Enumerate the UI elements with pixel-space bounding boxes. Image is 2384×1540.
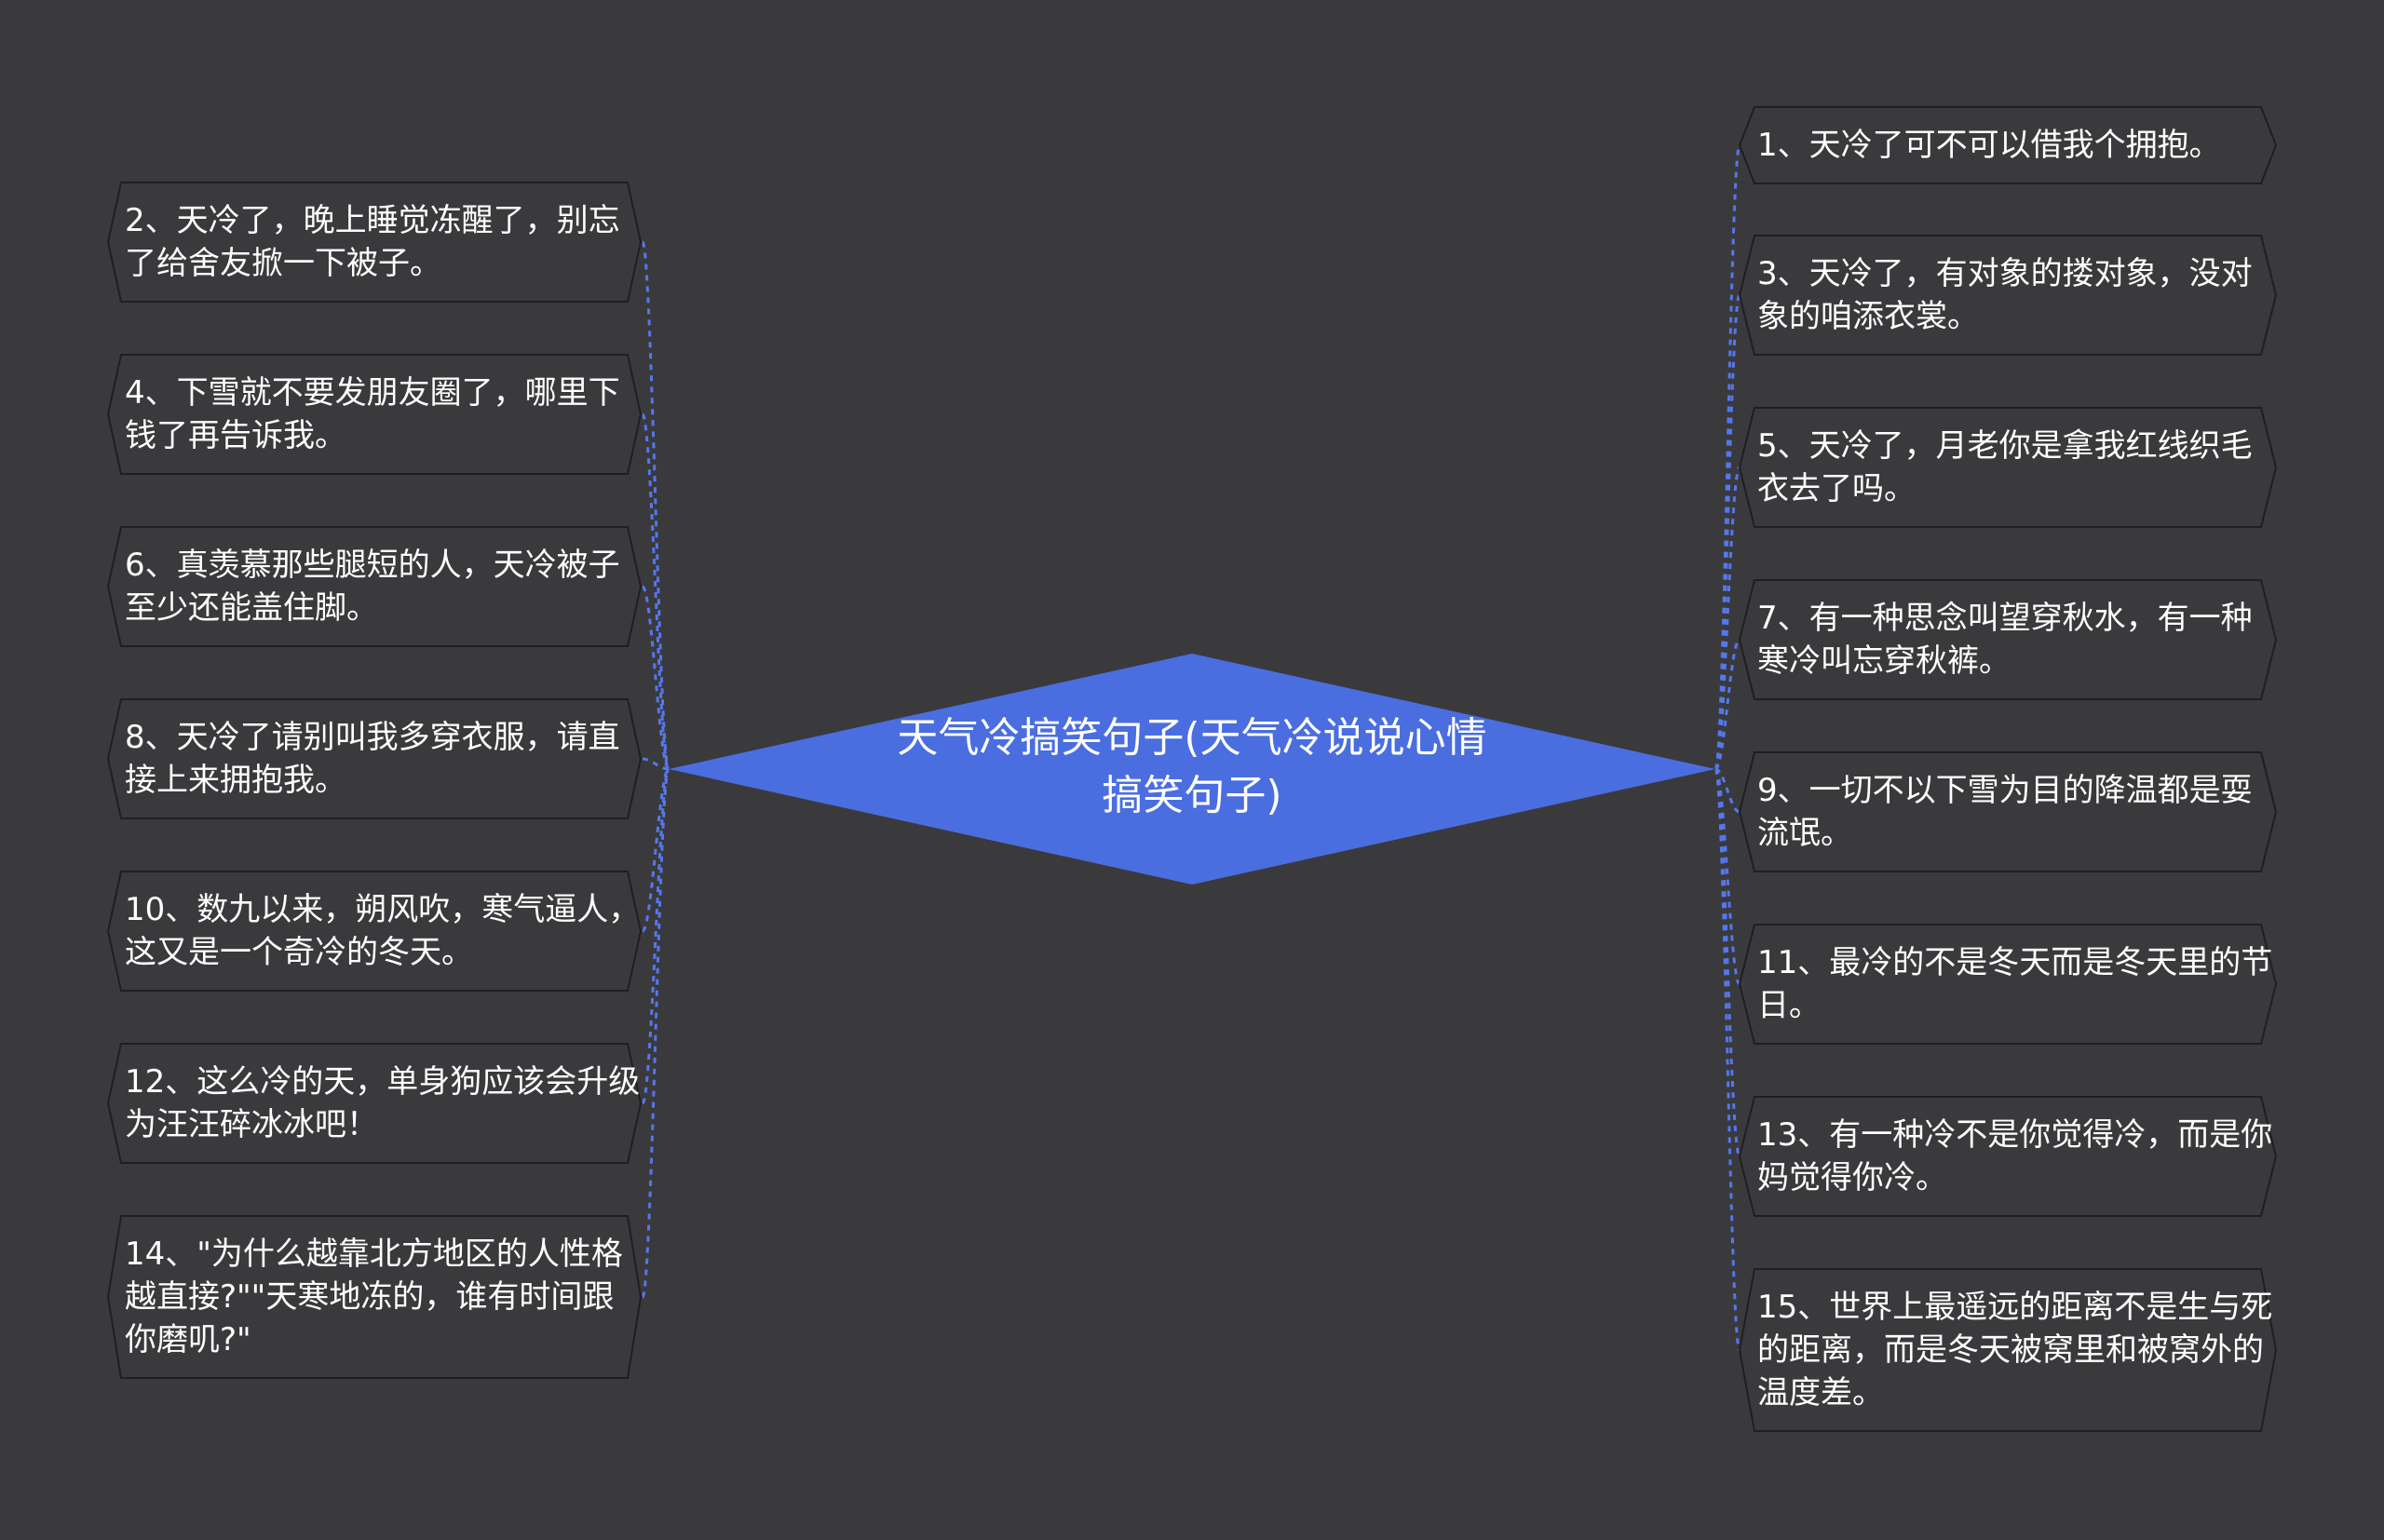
right-connector-2 bbox=[1714, 293, 1741, 771]
node-shapes bbox=[106, 106, 2278, 1432]
right-node-box-3 bbox=[1738, 407, 2278, 528]
right-connector-7 bbox=[1714, 767, 1741, 1158]
right-node-box-7 bbox=[1738, 1096, 2278, 1217]
left-node-box-2 bbox=[106, 354, 643, 475]
left-connector-3 bbox=[641, 585, 670, 771]
left-connector-6 bbox=[641, 767, 670, 1105]
right-node-text-8[interactable]: 15、世界上最遥远的距离不是生与死的距离，而是冬天被窝里和被窝外的温度差。 bbox=[1757, 1289, 2273, 1412]
left-node-box-4 bbox=[106, 698, 643, 819]
right-node-box-6 bbox=[1738, 924, 2278, 1045]
left-node-text-4[interactable]: 8、天冷了请别叫我多穿衣服，请直接上来拥抱我。 bbox=[125, 719, 620, 799]
left-node-text-7[interactable]: 14、"为什么越靠北方地区的人性格越直接?""天寒地冻的，谁有时间跟你磨叽?" bbox=[125, 1236, 623, 1358]
left-connector-4 bbox=[642, 757, 670, 771]
right-node-box-5 bbox=[1738, 751, 2278, 872]
right-node-box-2 bbox=[1738, 235, 2278, 356]
center-diamond[interactable] bbox=[669, 654, 1715, 885]
left-connector-2 bbox=[641, 412, 670, 771]
right-connector-1 bbox=[1714, 143, 1741, 771]
left-node-text-3[interactable]: 6、真羡慕那些腿短的人，天冷被子至少还能盖住脚。 bbox=[125, 547, 620, 627]
right-connector-4 bbox=[1714, 638, 1741, 771]
left-node-box-6 bbox=[106, 1043, 643, 1164]
right-connector-8 bbox=[1714, 767, 1741, 1352]
left-node-text-2[interactable]: 4、下雪就不要发朋友圈了，哪里下钱了再告诉我。 bbox=[125, 374, 620, 454]
right-node-text-2[interactable]: 3、天冷了，有对象的搂对象，没对象的咱添衣裳。 bbox=[1757, 255, 2253, 335]
right-node-text-7[interactable]: 13、有一种冷不是你觉得冷，而是你妈觉得你冷。 bbox=[1757, 1116, 2273, 1196]
left-node-box-3 bbox=[106, 526, 643, 647]
right-node-text-4[interactable]: 7、有一种思念叫望穿秋水，有一种寒冷叫忘穿秋裤。 bbox=[1757, 600, 2253, 680]
center-topic-title[interactable]: 天气冷搞笑句子(天气冷说说心情搞笑句子) bbox=[897, 714, 1487, 819]
left-connector-7 bbox=[641, 767, 670, 1299]
left-node-box-5 bbox=[106, 871, 643, 992]
connector-lines bbox=[641, 143, 1741, 1352]
right-node-text-6[interactable]: 11、最冷的不是冬天而是冬天里的节日。 bbox=[1757, 944, 2273, 1024]
left-node-text-1[interactable]: 2、天冷了，晚上睡觉冻醒了，别忘了给舍友掀一下被子。 bbox=[125, 202, 620, 282]
right-node-text-3[interactable]: 5、天冷了，月老你是拿我红线织毛衣去了吗。 bbox=[1757, 427, 2253, 507]
left-node-box-7 bbox=[106, 1215, 643, 1379]
right-node-box-8 bbox=[1738, 1268, 2278, 1432]
right-node-box-1 bbox=[1738, 106, 2278, 184]
left-node-box-1 bbox=[106, 182, 643, 303]
right-connector-3 bbox=[1714, 466, 1741, 771]
right-node-text-1[interactable]: 1、天冷了可不可以借我个拥抱。 bbox=[1757, 127, 2221, 164]
left-node-text-5[interactable]: 10、数九以来，朔风吹，寒气逼人，这又是一个奇冷的冬天。 bbox=[125, 891, 641, 971]
right-node-text-5[interactable]: 9、一切不以下雪为目的降温都是耍流氓。 bbox=[1757, 772, 2253, 852]
left-node-text-6[interactable]: 12、这么冷的天，单身狗应该会升级为汪汪碎冰冰吧！ bbox=[125, 1063, 641, 1143]
right-node-box-4 bbox=[1738, 579, 2278, 700]
